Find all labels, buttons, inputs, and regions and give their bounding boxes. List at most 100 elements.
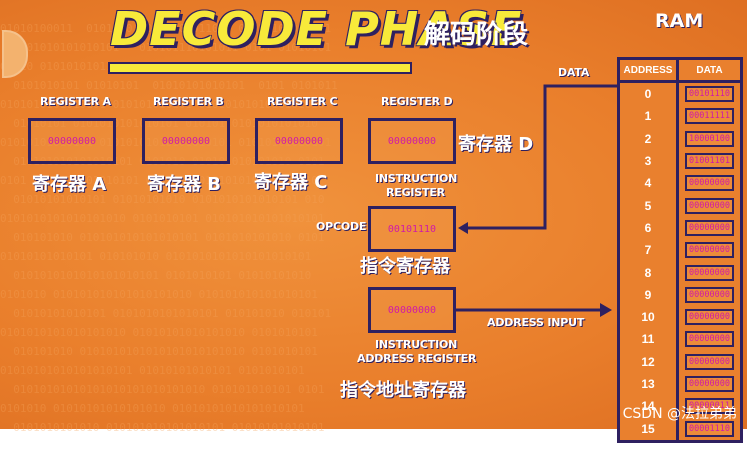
arrows-layer: [455, 84, 617, 317]
opcode-label: OPCODE: [316, 220, 367, 233]
ram-address-cell: 3: [620, 149, 679, 173]
ram-row: 11 00000000: [620, 328, 740, 351]
instruction-register-label-2: REGISTER: [386, 186, 445, 199]
register-d-cn: 寄存器 D: [458, 134, 534, 155]
ram-header: ADDRESS DATA: [620, 60, 740, 83]
logo: [2, 30, 28, 78]
ram-address-cell: 14: [620, 395, 679, 418]
ram-address-cell: 4: [620, 172, 679, 195]
register-c-cn: 寄存器 C: [254, 172, 328, 193]
ram-data-value: 00000000: [685, 264, 734, 281]
ram-address-cell: 9: [620, 283, 679, 306]
ram-address-cell: 15: [620, 417, 679, 440]
register-d-value: 00000000: [387, 135, 437, 147]
watermark: CSDN @法拉弟弟: [622, 406, 737, 422]
ram-address-cell: 1: [620, 105, 679, 128]
register-b-label: REGISTER B: [153, 95, 224, 108]
ram-data-cell: 00000000: [679, 261, 740, 283]
instruction-address-register-box: 00000000: [368, 287, 456, 333]
ram-data-cell: 00011111: [679, 105, 740, 127]
ram-data-cell: 00000000: [679, 284, 740, 306]
ram-address-cell: 5: [620, 194, 679, 217]
ram-row: 10 00000000: [620, 305, 740, 329]
ram-address-cell: 10: [620, 305, 679, 329]
ram-data-cell: 01001101: [679, 150, 740, 172]
ram-data-value: 00000000: [685, 309, 734, 326]
ram-row: 14 00000011: [620, 395, 740, 418]
decode-phase-diagram: 01010100011 0101010 1010010101101 010101…: [0, 0, 747, 443]
address-register-label-2: ADDRESS REGISTER: [357, 352, 477, 365]
ram-row: 12 00000000: [620, 350, 740, 373]
ram-data-cell: 00000000: [679, 172, 740, 194]
ram-data-value: 01001101: [685, 153, 734, 170]
address-register-label-1: INSTRUCTION: [375, 338, 458, 351]
ram-row: 3 01001101: [620, 149, 740, 173]
ram-data-cell: 00101110: [679, 83, 740, 105]
ram-address-cell: 11: [620, 328, 679, 351]
ram-row: 1 00011111: [620, 105, 740, 128]
address-register-cn: 指令地址寄存器: [340, 380, 466, 401]
ram-row: 13 00000000: [620, 372, 740, 396]
ram-data-value: 00000000: [685, 219, 734, 236]
data-arrow: [462, 84, 617, 230]
ram-address-cell: 6: [620, 216, 679, 240]
ram-address-cell: 12: [620, 350, 679, 373]
ram-row: 7 00000000: [620, 239, 740, 262]
ram-data-cell: 10000100: [679, 128, 740, 150]
instruction-register-box: 00101110: [368, 206, 456, 252]
ram-address-cell: 8: [620, 261, 679, 284]
register-b-box: 00000000: [142, 118, 230, 164]
ram-data-cell: 00000000: [679, 217, 740, 239]
register-a-box: 00000000: [28, 118, 116, 164]
register-b-cn: 寄存器 B: [147, 174, 221, 195]
ram-col-address: ADDRESS: [620, 60, 679, 80]
ram-data-value: 00101110: [685, 86, 734, 103]
ram-title: RAM: [655, 10, 704, 32]
ram-address-cell: 0: [620, 83, 679, 106]
instruction-address-register-value: 00000000: [387, 304, 437, 316]
ram-row: 8 00000000: [620, 261, 740, 284]
instruction-register-label-1: INSTRUCTION: [375, 172, 458, 185]
ram-address-cell: 13: [620, 372, 679, 396]
ram-data-cell: 00001110: [679, 417, 740, 439]
ram-data-cell: 00000000: [679, 351, 740, 373]
address-input-label: ADDRESS INPUT: [487, 316, 585, 329]
ram-col-data: DATA: [696, 64, 723, 76]
ram-data-value: 10000100: [685, 130, 734, 147]
ram-data-value: 00011111: [685, 108, 734, 125]
instruction-register-cn: 指令寄存器: [360, 256, 450, 277]
ram-data-value: 00000000: [685, 376, 734, 392]
ram-data-cell: 00000000: [679, 306, 740, 328]
ram-data-cell: 00000000: [679, 239, 740, 261]
register-a-value: 00000000: [47, 135, 97, 147]
ram-row: 0 00101110: [620, 83, 740, 106]
ram-data-value: 00000000: [685, 331, 734, 348]
ram-data-value: 00000000: [685, 197, 734, 214]
data-arrowhead: [458, 222, 468, 234]
ram-data-value: 00000000: [685, 242, 734, 259]
ram-data-cell: 00000000: [679, 328, 740, 350]
ram-data-value: 00000011: [685, 398, 734, 415]
ram-row: 5 00000000: [620, 194, 740, 217]
address-input-arrowhead: [600, 303, 612, 317]
register-a-cn: 寄存器 A: [32, 174, 107, 195]
data-arrow-label: DATA: [558, 66, 590, 79]
instruction-register-value: 00101110: [387, 223, 437, 235]
register-c-label: REGISTER C: [267, 95, 338, 108]
register-d-box: 00000000: [368, 118, 456, 164]
register-c-box: 00000000: [255, 118, 343, 164]
ram-data-cell: 00000000: [679, 194, 740, 216]
ram-data-value: 00000000: [685, 286, 734, 303]
ram-data-value: 00000000: [685, 353, 734, 370]
title-underline: [108, 62, 412, 74]
ram-row: 9 00000000: [620, 283, 740, 306]
register-c-value: 00000000: [274, 135, 324, 147]
ram-data-cell: 00000000: [679, 373, 740, 395]
ram-address-cell: 7: [620, 239, 679, 262]
page-title-cn: 解码阶段: [424, 20, 529, 50]
